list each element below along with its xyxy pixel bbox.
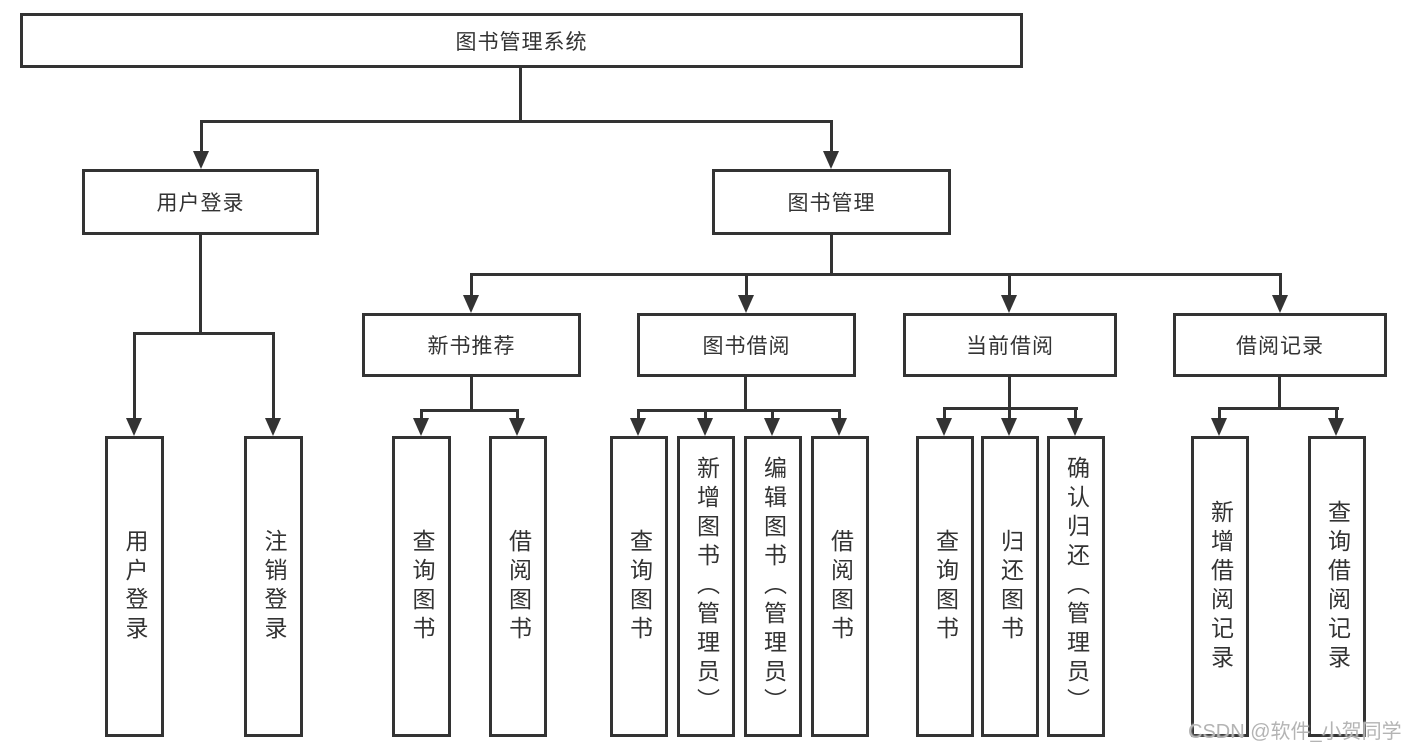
leaf-label: 新增图书（管理员） — [693, 456, 720, 717]
leaf-label: 编辑图书（管理员） — [760, 456, 787, 717]
arrowhead — [1001, 418, 1017, 436]
leaf-query-books-borrowing: 查询图书 — [610, 436, 668, 737]
leaf-confirm-return-admin: 确认归还（管理员） — [1047, 436, 1105, 737]
connector-line — [133, 332, 275, 335]
connector-line — [1335, 407, 1338, 420]
arrowhead — [265, 418, 281, 436]
arrowhead — [630, 418, 646, 436]
connector-line — [637, 409, 841, 412]
node-label: 借阅记录 — [1236, 335, 1324, 358]
arrowhead — [1067, 418, 1083, 436]
csdn-watermark: CSDN @软件_小贺同学 — [1188, 721, 1402, 743]
node-label: 图书借阅 — [702, 335, 791, 358]
arrowhead — [823, 151, 839, 169]
leaf-add-book-admin: 新增图书（管理员） — [677, 436, 735, 737]
arrowhead — [1001, 295, 1017, 313]
connector-line — [771, 409, 774, 420]
leaf-label: 确认归还（管理员） — [1063, 456, 1090, 717]
leaf-label: 借阅图书 — [827, 528, 854, 645]
leaf-borrow-books-borrowing: 借阅图书 — [811, 436, 869, 737]
node-label: 图书管理 — [787, 192, 876, 215]
connector-line — [133, 332, 136, 418]
connector-line — [943, 407, 946, 420]
connector-line — [470, 273, 1282, 276]
connector-line — [1218, 407, 1339, 410]
arrowhead — [1328, 418, 1344, 436]
connector-line — [272, 332, 275, 418]
node-book-management: 图书管理 — [712, 169, 951, 235]
node-borrowing-records: 借阅记录 — [1173, 313, 1387, 377]
leaf-return-books: 归还图书 — [981, 436, 1039, 737]
leaf-label: 查询图书 — [409, 528, 435, 645]
connector-line — [1218, 407, 1221, 420]
leaf-borrow-books-recommend: 借阅图书 — [489, 436, 547, 737]
connector-line — [200, 120, 833, 123]
node-library-management-system: 图书管理系统 — [20, 13, 1023, 68]
connector-line — [1008, 273, 1011, 297]
connector-line — [470, 273, 473, 297]
leaf-label: 用户登录 — [122, 528, 148, 645]
node-current-borrowing: 当前借阅 — [903, 313, 1117, 377]
leaf-label: 注销登录 — [261, 528, 287, 645]
leaf-label: 查询图书 — [626, 528, 653, 645]
arrowhead — [764, 418, 780, 436]
connector-line — [1279, 273, 1282, 297]
arrowhead — [1272, 295, 1288, 313]
connector-line — [830, 120, 833, 153]
leaf-user-login: 用户登录 — [105, 436, 164, 737]
node-new-book-recommend: 新书推荐 — [362, 313, 581, 377]
node-label: 当前借阅 — [966, 335, 1054, 358]
arrowhead — [126, 418, 142, 436]
leaf-label: 归还图书 — [997, 528, 1024, 645]
node-label: 图书管理系统 — [455, 30, 588, 54]
leaf-label: 查询借阅记录 — [1324, 499, 1351, 674]
connector-line — [744, 377, 747, 411]
arrowhead — [193, 151, 209, 169]
connector-line — [470, 377, 473, 411]
leaf-add-borrow-record: 新增借阅记录 — [1191, 436, 1249, 737]
connector-line — [516, 409, 519, 420]
arrowhead — [413, 418, 429, 436]
connector-line — [745, 273, 748, 297]
arrowhead — [936, 418, 952, 436]
arrowhead — [738, 295, 754, 313]
node-user-login: 用户登录 — [82, 169, 319, 235]
arrowhead — [697, 418, 713, 436]
arrowhead — [1211, 418, 1227, 436]
leaf-label: 新增借阅记录 — [1207, 499, 1234, 674]
leaf-query-borrow-record: 查询借阅记录 — [1308, 436, 1366, 737]
leaf-query-books-current: 查询图书 — [916, 436, 974, 737]
node-label: 新书推荐 — [427, 335, 516, 358]
connector-line — [420, 409, 519, 412]
connector-line — [838, 409, 841, 420]
connector-line — [1008, 377, 1011, 409]
leaf-label: 查询图书 — [932, 528, 959, 645]
node-book-borrowing: 图书借阅 — [637, 313, 856, 377]
arrowhead — [831, 418, 847, 436]
connector-line — [1074, 407, 1077, 420]
leaf-edit-book-admin: 编辑图书（管理员） — [744, 436, 802, 737]
node-label: 用户登录 — [156, 192, 245, 215]
connector-line — [200, 120, 203, 153]
connector-line — [199, 235, 202, 335]
connector-line — [637, 409, 640, 420]
arrowhead — [463, 295, 479, 313]
connector-line — [704, 409, 707, 420]
connector-line — [1008, 407, 1011, 420]
leaf-logout: 注销登录 — [244, 436, 303, 737]
leaf-query-books-recommend: 查询图书 — [392, 436, 451, 737]
arrowhead — [509, 418, 525, 436]
connector-line — [1278, 377, 1281, 409]
connector-line — [420, 409, 423, 420]
connector-line — [519, 68, 522, 121]
leaf-label: 借阅图书 — [505, 528, 532, 645]
connector-line — [830, 235, 833, 275]
